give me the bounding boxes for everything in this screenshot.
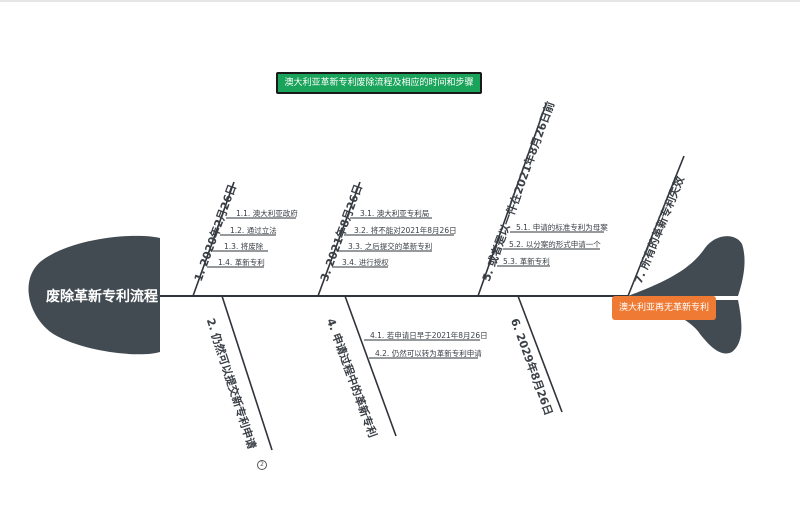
sub-5-2-label: 5.2. 以分案的形式申请一个 [509, 240, 601, 249]
sub-1-1-label: 1.1. 澳大利亚政府 [236, 209, 298, 218]
sub-5-3-label: 5.3. 革新专利 [503, 257, 550, 266]
fish-tail-upper [628, 236, 745, 296]
bone-4-line [344, 295, 397, 437]
bone-2-line [221, 295, 273, 451]
bone-7-line [627, 155, 685, 297]
sub-5-1-label: 5.1. 申请的标准专利为母案 [516, 223, 608, 232]
tail-label: 澳大利亚再无革新专利 [612, 296, 716, 320]
sub-3-3-label: 3.3. 之后提交的革新专利 [348, 242, 433, 251]
head-label: 废除革新专利流程 [46, 289, 158, 305]
sub-1-3-label: 1.3. 将废除 [224, 242, 264, 251]
sub-4-1-label: 4.1. 若申请日早于2021年8月26日 [370, 331, 488, 340]
sub-3-1-label: 3.1. 澳大利亚专利局 [360, 209, 430, 218]
sub-4-2-label: 4.2. 仍然可以转为革新专利申请 [375, 349, 482, 358]
top-border [0, 0, 800, 2]
sub-3-2-label: 3.2. 将不能对2021年8月26日 [354, 226, 457, 235]
bone-6-line [517, 295, 563, 413]
bone-5-line [477, 103, 547, 297]
sub-1-2-label: 1.2. 通过立法 [230, 226, 277, 235]
bone-1-line [192, 181, 235, 297]
sub-3-4-label: 3.4. 进行授权 [342, 258, 389, 267]
bone-3-line [317, 181, 361, 297]
sub-1-4-label: 1.4. 革新专利 [218, 258, 265, 267]
fish-head [28, 235, 160, 355]
node-marker[interactable]: 2 [257, 460, 267, 470]
diagram-title: 澳大利亚革新专利废除流程及相应的时间和步骤 [276, 72, 482, 94]
